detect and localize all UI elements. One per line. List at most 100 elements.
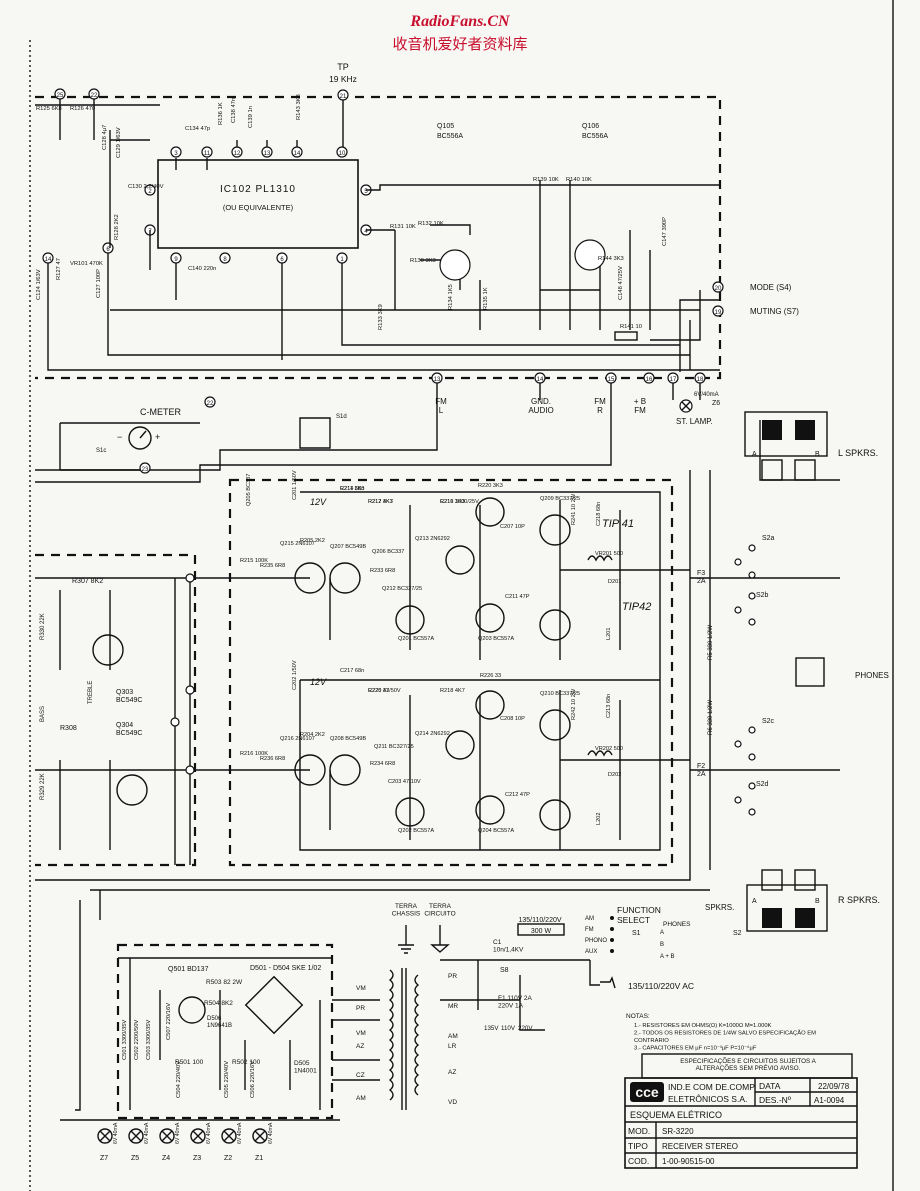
amp-component-label: C216 1000/25V [440, 499, 479, 505]
ic-name: IC102 PL1310 [220, 184, 296, 195]
r501-label: R501 100 [175, 1059, 204, 1066]
fm-component-label: C124 1/63V [36, 269, 42, 300]
company-logo [630, 1082, 664, 1102]
tp-frequency: 19 KHz [329, 74, 357, 84]
lamp-cross [99, 1130, 111, 1142]
lamp-id: Z4 [162, 1155, 170, 1162]
amp-component-label: Q214 2N6292 [415, 731, 450, 737]
voltage-option: 110V [501, 1025, 516, 1032]
psu-capacitor: C504 220/40V [176, 1061, 182, 1098]
amp-component-label: L202 [596, 813, 602, 825]
fm-component-label: R139 10K [533, 177, 559, 183]
svg-text:23: 23 [142, 467, 149, 473]
svg-text:16: 16 [646, 377, 653, 383]
model-value: SR-3220 [662, 1127, 694, 1136]
r504-label: R504 8K2 [204, 1000, 233, 1007]
amp-component-label: Q207 BC549B [330, 544, 366, 550]
lamp-cross [192, 1130, 204, 1142]
svg-text:6: 6 [280, 257, 284, 263]
svg-text:18: 18 [697, 377, 704, 383]
svg-text:15: 15 [608, 377, 615, 383]
amp-component-label: R242 10 2W [571, 688, 577, 720]
svg-text:6: 6 [106, 247, 110, 253]
svg-text:22: 22 [91, 93, 98, 99]
date-value: 22/09/78 [818, 1082, 850, 1091]
speaker-right: A B [746, 869, 828, 932]
amp-component-label: C213 68n [606, 694, 612, 718]
power-s8: S8 [500, 967, 509, 974]
r502-label: R502 100 [232, 1059, 261, 1066]
amp-component-label: R234 6R8 [370, 761, 395, 767]
amp-component-label: Q206 BC337 [372, 549, 404, 555]
amp-component-label: R219 3K3 [440, 499, 465, 505]
amp-component-label: C207 10P [500, 524, 525, 530]
ground-icon [398, 925, 450, 954]
lamp-icon [97, 1128, 113, 1144]
amp-component-label: C201 1/50V [292, 470, 298, 500]
amp-component-label: R212 3K3 [368, 499, 393, 505]
svg-text:9: 9 [174, 257, 178, 263]
transformer-tap: VD [448, 1099, 457, 1106]
psu-capacitor: C506 220/16V [250, 1061, 256, 1098]
transformer-tap: LR [448, 1043, 457, 1050]
function-item: AM [585, 916, 594, 922]
watermark-site: RadioFans.CN [409, 13, 511, 30]
handwritten-12v-a: 12V [310, 497, 327, 507]
lamp-rating: 6V 40mA [175, 1122, 181, 1144]
speaker-select-label: SPKRS. [705, 903, 734, 912]
power-supply-board [116, 943, 334, 1120]
svg-text:−: − [117, 432, 122, 442]
svg-text:22: 22 [207, 401, 214, 407]
amp-component-label: R217 4K7 [368, 499, 393, 505]
fm-component-label: R143 3K3 [296, 94, 302, 120]
fm-component-label: C140 220n [188, 266, 216, 272]
ac-input-wires [440, 959, 600, 1031]
st-lamp-label: ST. LAMP. [676, 417, 713, 426]
power-amp-wiring [245, 491, 690, 851]
switch-s2d: S2d [756, 781, 769, 788]
fm-component-label: C138 47n [231, 98, 237, 123]
switch-s2a: S2a [762, 535, 775, 542]
svg-text:B: B [815, 898, 820, 905]
function-item: AUX [585, 949, 597, 955]
fm-component-label: C134 47p [185, 126, 210, 132]
q106-name: Q106 [582, 123, 599, 130]
power-voltage-box: 135/110/220V [518, 917, 561, 924]
psu-capacitor: C505 220/40V [224, 1061, 230, 1098]
phones-jack-icon [795, 657, 825, 687]
lamp-rating: 6V 40mA [237, 1122, 243, 1144]
function-contact [610, 949, 614, 953]
ic102 [157, 159, 359, 249]
amp-component-label: Q204 BC557A [478, 828, 514, 834]
amp-component-label: R233 6R8 [370, 568, 395, 574]
voltage-option: 220V [518, 1025, 533, 1032]
power-spec-box [517, 923, 565, 936]
amp-component-label: R215 100K [240, 558, 268, 564]
amp-component-label: R204 2K2 [300, 732, 325, 738]
svg-text:25: 25 [57, 93, 64, 99]
lamp-icon [159, 1128, 175, 1144]
amp-component-label: R225 33 [368, 688, 389, 694]
svg-text:3: 3 [174, 151, 178, 157]
fm-decoder-wiring [35, 99, 720, 372]
note-line: CONTRARIO [634, 1038, 669, 1044]
lamp-rating: 6V 40mA [113, 1122, 119, 1144]
transformer-tap: MR [448, 1003, 458, 1010]
treble-label: TREBLE [88, 681, 94, 704]
fm-component-label: R133 3K9 [378, 304, 384, 330]
note-line: 2.- TODOS OS RESISTORES DE 1/4W SALVO ES… [634, 1030, 816, 1037]
q501-label: Q501 BD137 [168, 966, 209, 973]
svg-text:1: 1 [340, 257, 344, 263]
lamp-id: Z7 [100, 1155, 108, 1162]
amp-component-label: Q209 BC337/25 [540, 496, 580, 502]
fm-component-label: C127 100P [96, 269, 102, 298]
